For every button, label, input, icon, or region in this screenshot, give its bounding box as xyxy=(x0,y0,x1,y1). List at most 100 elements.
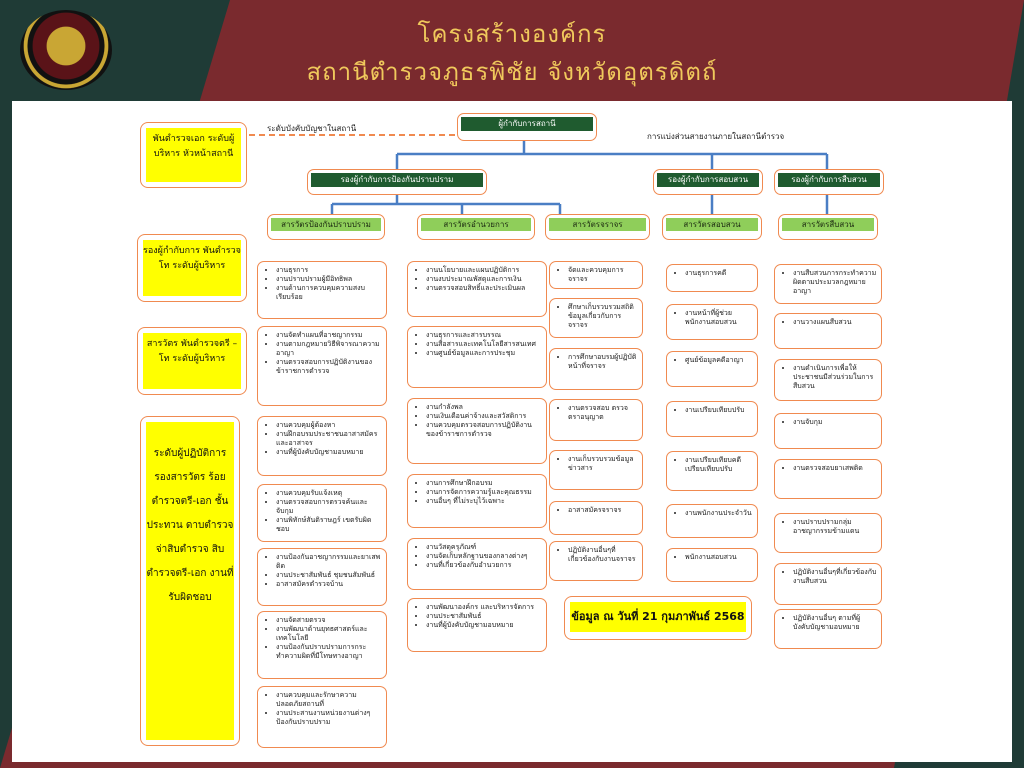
deputy-node-investigation: รองผู้กำกับการสอบสวน xyxy=(653,169,763,195)
duty-item: งานด้านการควบคุมความสงบเรียบร้อย xyxy=(276,284,382,302)
duty-list: งานดำเนินการเพื่อให้ประชาชนมีส่วนร่วมในก… xyxy=(775,360,881,395)
section-node-label: สารวัตรอำนวยการ xyxy=(421,218,531,231)
level-box-inspector: สารวัตร พันตำรวจตรี – โท ระดับผู้บริหาร xyxy=(137,327,247,395)
duty-item: งานปราบปรามกลุ่มอาชญากรรมข้ามแดน xyxy=(793,518,877,536)
duty-box: งานจับกุม xyxy=(774,413,882,449)
duty-item: พนักงานสอบสวน xyxy=(685,553,753,562)
duty-item: งานควบคุมตรวจสอบการปฏิบัติงานของข้าราชกา… xyxy=(426,421,542,439)
duty-list: งานธุรการงานปราบปรามผู้มีอิทธิพลงานด้านก… xyxy=(258,262,386,306)
duty-item: อาสาสมัครจราจร xyxy=(568,506,638,515)
duty-item: งานที่เกี่ยวข้องกับอำนวยการ xyxy=(426,561,542,570)
duty-box: อาสาสมัครจราจร xyxy=(549,501,643,535)
duty-item: งานวางแผนสืบสวน xyxy=(793,318,877,327)
duty-item: งานตรวจสอบการปฏิบัติงานของข้าราชการตำรวจ xyxy=(276,358,382,376)
duty-item: งานธุรการและสารบรรณ xyxy=(426,331,542,340)
root-node-label: ผู้กำกับการสถานี xyxy=(461,117,593,131)
duty-item: อาสาสมัครตำรวจบ้าน xyxy=(276,580,382,589)
duty-item: งานจับกุม xyxy=(793,418,877,427)
date-note: ข้อมูล ณ วันที่ 21 กุมภาพันธ์ 2568 xyxy=(564,596,752,640)
duty-box: การศึกษาอบรมผู้ปฏิบัติหน้าที่จราจร xyxy=(549,348,643,390)
duty-list: ศูนย์ข้อมูลคดีอาญา xyxy=(667,352,757,369)
duty-list: งานวางแผนสืบสวน xyxy=(775,314,881,331)
duty-item: งานควบคุมรับแจ้งเหตุ xyxy=(276,489,382,498)
section-node-label: สารวัตรจราจร xyxy=(549,218,646,231)
duty-list: งานตรวจสอบ ตรวจตราอนุญาต xyxy=(550,400,642,426)
duty-item: งานประสานงานหน่วยงานต่างๆ ป้องกันปราบปรา… xyxy=(276,709,382,727)
duty-box: งานเก็บรวบรวมข้อมูลข่าวสาร xyxy=(549,450,643,490)
level-box-label: พันตำรวจเอก ระดับผู้บริหาร หัวหน้าสถานี xyxy=(146,128,241,182)
duty-box: งานการศึกษาฝึกอบรมงานการจัดการความรู้และ… xyxy=(407,474,547,528)
duty-list: ปฏิบัติงานอื่นๆ ตามที่ผู้บังคับบัญชามอบห… xyxy=(775,610,881,636)
duty-list: งานตรวจสอบยาเสพติด xyxy=(775,460,881,477)
duty-box: งานพัฒนาองค์กร และบริหารจัดการงานประชาสั… xyxy=(407,598,547,652)
duty-box: งานธุรการงานปราบปรามผู้มีอิทธิพลงานด้านก… xyxy=(257,261,387,319)
duty-item: งานพัฒนาองค์กร และบริหารจัดการ xyxy=(426,603,542,612)
duty-box: ปฏิบัติงานอื่นๆที่เกี่ยวข้องกับงานจราจร xyxy=(549,541,643,581)
duty-item: จัดและควบคุมการจราจร xyxy=(568,266,638,284)
duty-item: งานดำเนินการเพื่อให้ประชาชนมีส่วนร่วมในก… xyxy=(793,364,877,391)
duty-item: การศึกษาอบรมผู้ปฏิบัติหน้าที่จราจร xyxy=(568,353,638,371)
duty-item: งานเก็บรวบรวมข้อมูลข่าวสาร xyxy=(568,455,638,473)
duty-item: งานที่ผู้บังคับบัญชามอบหมาย xyxy=(426,621,542,630)
duty-item: งานการจัดการความรู้และคุณธรรม xyxy=(426,488,542,497)
duty-item: งานตามกฎหมายวิธีพิจารณาความอาญา xyxy=(276,340,382,358)
duty-item: งานเงินเดือนค่าจ้างและสวัสดิการ xyxy=(426,412,542,421)
duty-item: งานตรวจสอบยาเสพติด xyxy=(793,464,877,473)
duty-item: งานควบคุมผู้ต้องหา xyxy=(276,421,382,430)
duty-list: งานจัดทำแผนที่อาชญากรรมงานตามกฎหมายวิธีพ… xyxy=(258,327,386,380)
duty-item: งานสื่อสารและเทคโนโลยีสารสนเทศ xyxy=(426,340,542,349)
duty-item: งานเปรียบเทียบคดีเปรียบเทียบปรับ xyxy=(685,456,753,474)
duty-list: งานกำลังพลงานเงินเดือนค่าจ้างและสวัสดิกา… xyxy=(408,399,546,443)
duty-item: งานประชาสัมพันธ์ ชุมชนสัมพันธ์ xyxy=(276,571,382,580)
duty-item: ศึกษาเก็บรวบรวมสถิติข้อมูลเกี่ยวกับการจร… xyxy=(568,303,638,330)
duty-list: งานป้องกันอาชญากรรมและยาเสพติดงานประชาสั… xyxy=(258,549,386,593)
duty-box: งานตรวจสอบ ตรวจตราอนุญาต xyxy=(549,399,643,441)
duty-box: งานควบคุมและรักษาความปลอดภัยสถานที่งานปร… xyxy=(257,686,387,748)
deputy-node-label: รองผู้กำกับการสืบสวน xyxy=(778,173,880,187)
duty-item: งานการศึกษาฝึกอบรม xyxy=(426,479,542,488)
duty-box: งานเปรียบเทียบคดีเปรียบเทียบปรับ xyxy=(666,451,758,491)
deputy-node-inquiry: รองผู้กำกับการสืบสวน xyxy=(774,169,884,195)
duty-item: งานเปรียบเทียบปรับ xyxy=(685,406,753,415)
duty-item: ปฏิบัติงานอื่นๆที่เกี่ยวข้องกับงานสืบสวน xyxy=(793,568,877,586)
level-box-superintendent: พันตำรวจเอก ระดับผู้บริหาร หัวหน้าสถานี xyxy=(140,122,247,188)
duty-box: งานสืบสวนการกระทำความผิดตามประมวลกฎหมายอ… xyxy=(774,264,882,304)
section-node-inquiry: สารวัตรสืบสวน xyxy=(778,214,878,240)
duty-list: งานพนักงานประจำวัน xyxy=(667,505,757,522)
duty-item: งานนโยบายและแผนปฏิบัติการ xyxy=(426,266,542,275)
level-box-label: สารวัตร พันตำรวจตรี – โท ระดับผู้บริหาร xyxy=(143,333,241,389)
duty-box: ปฏิบัติงานอื่นๆที่เกี่ยวข้องกับงานสืบสวน xyxy=(774,563,882,605)
division-line-label: การแบ่งส่วนสายงานภายในสถานีตำรวจ xyxy=(647,132,785,141)
duty-item: งานงบประมาณพัสดุและการเงิน xyxy=(426,275,542,284)
duty-list: ศึกษาเก็บรวบรวมสถิติข้อมูลเกี่ยวกับการจร… xyxy=(550,299,642,334)
level-box-operational: ระดับผู้ปฏิบัติการ รองสารวัตร ร้อยตำรวจต… xyxy=(140,416,240,746)
duty-box: งานหน้าที่ผู้ช่วยพนักงานสอบสวน xyxy=(666,304,758,340)
duty-item: งานพนักงานประจำวัน xyxy=(685,509,753,518)
duty-list: งานเปรียบเทียบปรับ xyxy=(667,402,757,419)
duty-item: งานตรวจสอบ ตรวจตราอนุญาต xyxy=(568,404,638,422)
duty-list: อาสาสมัครจราจร xyxy=(550,502,642,519)
duty-list: งานควบคุมและรักษาความปลอดภัยสถานที่งานปร… xyxy=(258,687,386,731)
duty-list: งานการศึกษาฝึกอบรมงานการจัดการความรู้และ… xyxy=(408,475,546,510)
duty-box: งานกำลังพลงานเงินเดือนค่าจ้างและสวัสดิกา… xyxy=(407,398,547,464)
level-box-label: รองผู้กำกับการ พันตำรวจโท ระดับผู้บริหาร xyxy=(143,240,241,296)
section-node-traffic: สารวัตรจราจร xyxy=(545,214,650,240)
duty-item: งานประชาสัมพันธ์ xyxy=(426,612,542,621)
duty-list: ปฏิบัติงานอื่นๆที่เกี่ยวข้องกับงานสืบสวน xyxy=(775,564,881,590)
duty-item: งานวัสดุครุภัณฑ์ xyxy=(426,543,542,552)
duty-list: พนักงานสอบสวน xyxy=(667,549,757,566)
command-line-label: ระดับบังคับบัญชาในสถานี xyxy=(267,124,357,133)
date-note-label: ข้อมูล ณ วันที่ 21 กุมภาพันธ์ 2568 xyxy=(570,602,746,632)
duty-box: งานนโยบายและแผนปฏิบัติการงานงบประมาณพัสด… xyxy=(407,261,547,317)
deputy-node-label: รองผู้กำกับการสอบสวน xyxy=(657,173,759,187)
duty-box: งานตรวจสอบยาเสพติด xyxy=(774,459,882,499)
duty-list: งานปราบปรามกลุ่มอาชญากรรมข้ามแดน xyxy=(775,514,881,540)
duty-item: งานพัฒนาด้านยุทธศาสตร์และเทคโนโลยี xyxy=(276,625,382,643)
duty-item: งานกำลังพล xyxy=(426,403,542,412)
duty-list: งานธุรการคดี xyxy=(667,265,757,282)
duty-item: งานควบคุมและรักษาความปลอดภัยสถานที่ xyxy=(276,691,382,709)
duty-item: งานสืบสวนการกระทำความผิดตามประมวลกฎหมายอ… xyxy=(793,269,877,296)
duty-list: การศึกษาอบรมผู้ปฏิบัติหน้าที่จราจร xyxy=(550,349,642,375)
duty-box: งานวางแผนสืบสวน xyxy=(774,313,882,349)
duty-item: งานตรวจสอบสิทธิ์และประเมินผล xyxy=(426,284,542,293)
